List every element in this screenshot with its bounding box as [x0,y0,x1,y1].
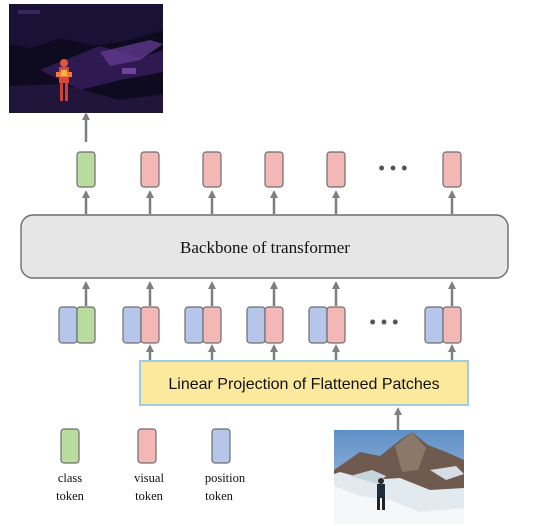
legend-position-label: token [205,489,234,503]
output-tokens [76,151,462,188]
output-ellipsis: • • • [379,158,408,178]
output-class-token [76,151,96,188]
output-visual-token [442,151,462,188]
class-token [76,306,96,344]
visual-token-pair [246,306,284,344]
legend-visual-label: visual [134,471,164,485]
output-visual-token [140,151,160,188]
position-token [308,306,328,344]
visual-token-pair [122,306,160,344]
backbone-box [20,214,509,279]
legend: class token visual token position token [56,428,246,503]
backbone-label: Backbone of transformer [180,238,350,257]
input-tokens [58,306,462,344]
position-token [424,306,444,344]
visual-token-pair [308,306,346,344]
linear-projection-label: Linear Projection of Flattened Patches [168,376,439,393]
legend-class-swatch [60,428,80,464]
position-token [58,306,78,344]
legend-position-label: position [205,471,246,485]
position-token [246,306,266,344]
class-token-pair [58,306,96,344]
legend-visual-swatch [137,428,157,464]
output-visual-token [202,151,222,188]
visual-token [202,306,222,344]
legend-class-label: token [56,489,85,503]
visual-token [442,306,462,344]
position-token [184,306,204,344]
output-heatmap-image [9,4,163,113]
input-backbone-arrows [82,281,456,306]
linear-projection-box [139,360,469,406]
visual-token [326,306,346,344]
backbone-output-arrows [82,190,456,214]
input-mountain-image [334,430,464,524]
legend-position-swatch [211,428,231,464]
legend-class-token: class token [56,428,85,503]
legend-class-label: class [58,471,82,485]
output-visual-token [264,151,284,188]
visual-token [140,306,160,344]
visual-token-pair [184,306,222,344]
projection-token-arrows [146,344,456,360]
visual-token-pair [424,306,462,344]
legend-position-token: position token [205,428,246,503]
position-token [122,306,142,344]
legend-visual-label: token [135,489,164,503]
output-visual-token [326,151,346,188]
visual-token [264,306,284,344]
input-ellipsis: • • • [370,312,399,332]
legend-visual-token: visual token [134,428,164,503]
